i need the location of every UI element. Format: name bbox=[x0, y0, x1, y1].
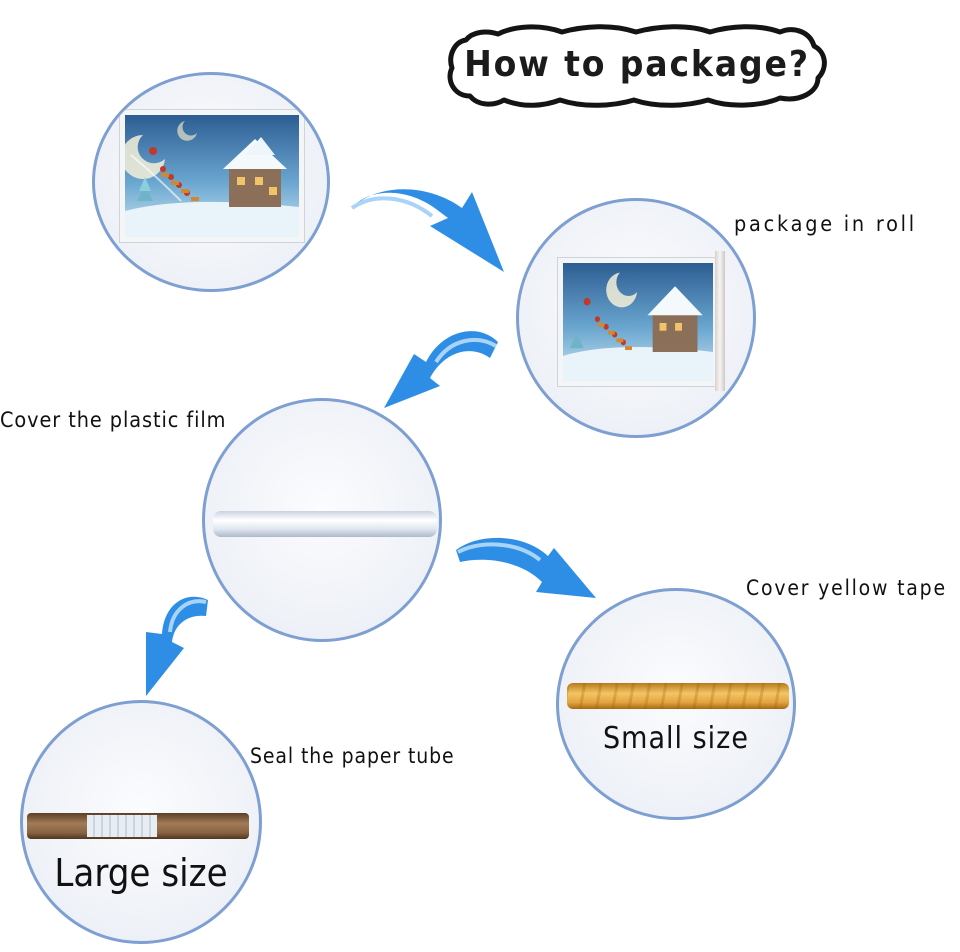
curved-arrow-icon bbox=[456, 537, 596, 598]
christmas-photo-icon bbox=[125, 121, 299, 237]
step-roll-label: package in roll bbox=[734, 212, 917, 236]
roll-tube-icon bbox=[567, 683, 789, 709]
step-tube-label: Seal the paper tube bbox=[250, 744, 455, 768]
roll-tube-icon bbox=[213, 511, 437, 537]
step-film-circle bbox=[202, 398, 442, 642]
christmas-photo-icon bbox=[563, 272, 713, 381]
step-yellow-label: Cover yellow tape bbox=[746, 576, 947, 600]
curved-arrow-icon bbox=[350, 189, 504, 272]
step-large-circle: Large size bbox=[20, 700, 262, 944]
curved-arrow-icon bbox=[384, 331, 498, 408]
christmas-photo bbox=[125, 115, 299, 237]
rolled-photo bbox=[563, 263, 713, 381]
large-size-label: Large size bbox=[54, 851, 228, 895]
small-size-label: Small size bbox=[603, 721, 749, 756]
title-bubble: How to package? bbox=[444, 22, 830, 110]
roll-tube-icon bbox=[27, 813, 249, 839]
roll-edge bbox=[715, 251, 725, 391]
step-photo-circle bbox=[92, 72, 330, 292]
tube-label-sticker bbox=[87, 815, 157, 837]
step-small-circle: Small size bbox=[556, 588, 796, 820]
curved-arrow-icon bbox=[146, 596, 208, 696]
page-title: How to package? bbox=[464, 44, 810, 85]
cloud-frame-icon bbox=[447, 24, 827, 108]
step-roll-circle bbox=[516, 198, 756, 438]
step-film-label: Cover the plastic film bbox=[0, 408, 227, 432]
